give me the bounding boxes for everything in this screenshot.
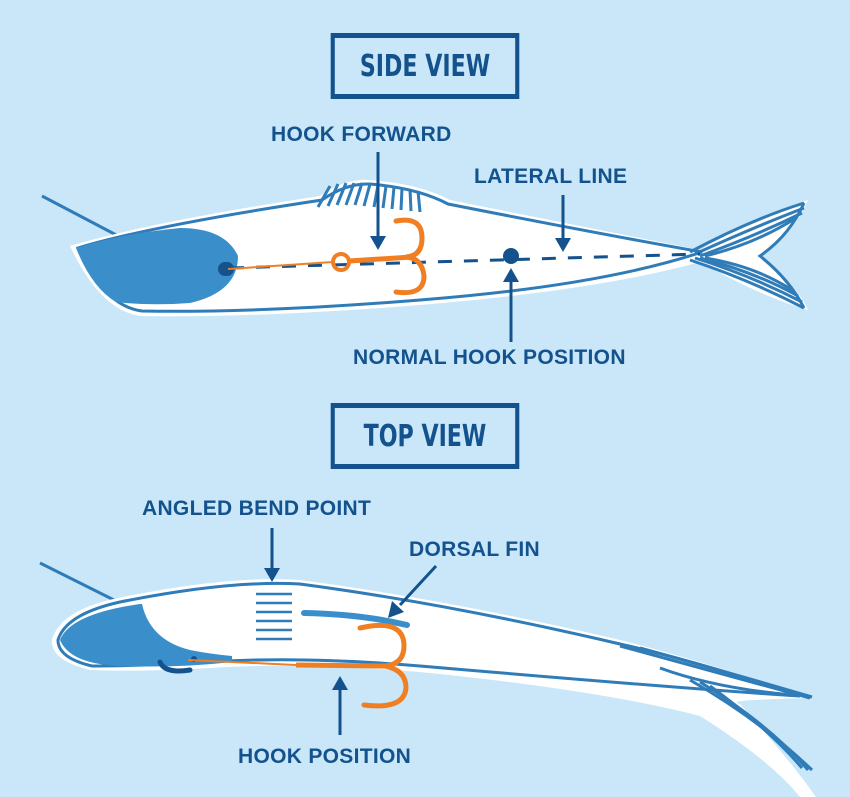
dorsal-fin xyxy=(301,610,410,628)
tail-fin xyxy=(689,201,806,310)
fishing-line xyxy=(39,561,119,604)
treble-hook xyxy=(393,217,427,296)
top-view-fish xyxy=(39,561,816,797)
side-view-fish xyxy=(41,179,808,317)
dorsal-fin-label: DORSAL FIN xyxy=(409,538,540,561)
dorsal-fin-rays xyxy=(316,182,422,213)
treble-hook xyxy=(357,622,409,709)
lateral-line-label: LATERAL LINE xyxy=(474,165,628,188)
tail-fin xyxy=(619,644,814,772)
normal-hook-position-dot xyxy=(503,248,519,264)
hook-position-label: HOOK POSITION xyxy=(238,745,412,768)
hook-leader xyxy=(227,261,334,270)
dorsal-fin-arrow xyxy=(398,564,438,607)
fishing-line xyxy=(41,194,123,240)
lateral-line xyxy=(229,252,701,270)
fish-head xyxy=(60,604,232,667)
hook-eye xyxy=(331,252,351,272)
angled-bend-point-label: ANGLED BEND POINT xyxy=(142,497,372,520)
top-view-title: TOP VIEW xyxy=(330,403,520,469)
fish-head xyxy=(76,228,238,305)
hook-leader xyxy=(187,659,297,666)
bend-lines xyxy=(256,592,292,641)
normal-hook-position-label: NORMAL HOOK POSITION xyxy=(353,346,626,369)
side-view-title: SIDE VIEW xyxy=(330,33,520,99)
hook-forward-label: HOOK FORWARD xyxy=(271,123,452,146)
